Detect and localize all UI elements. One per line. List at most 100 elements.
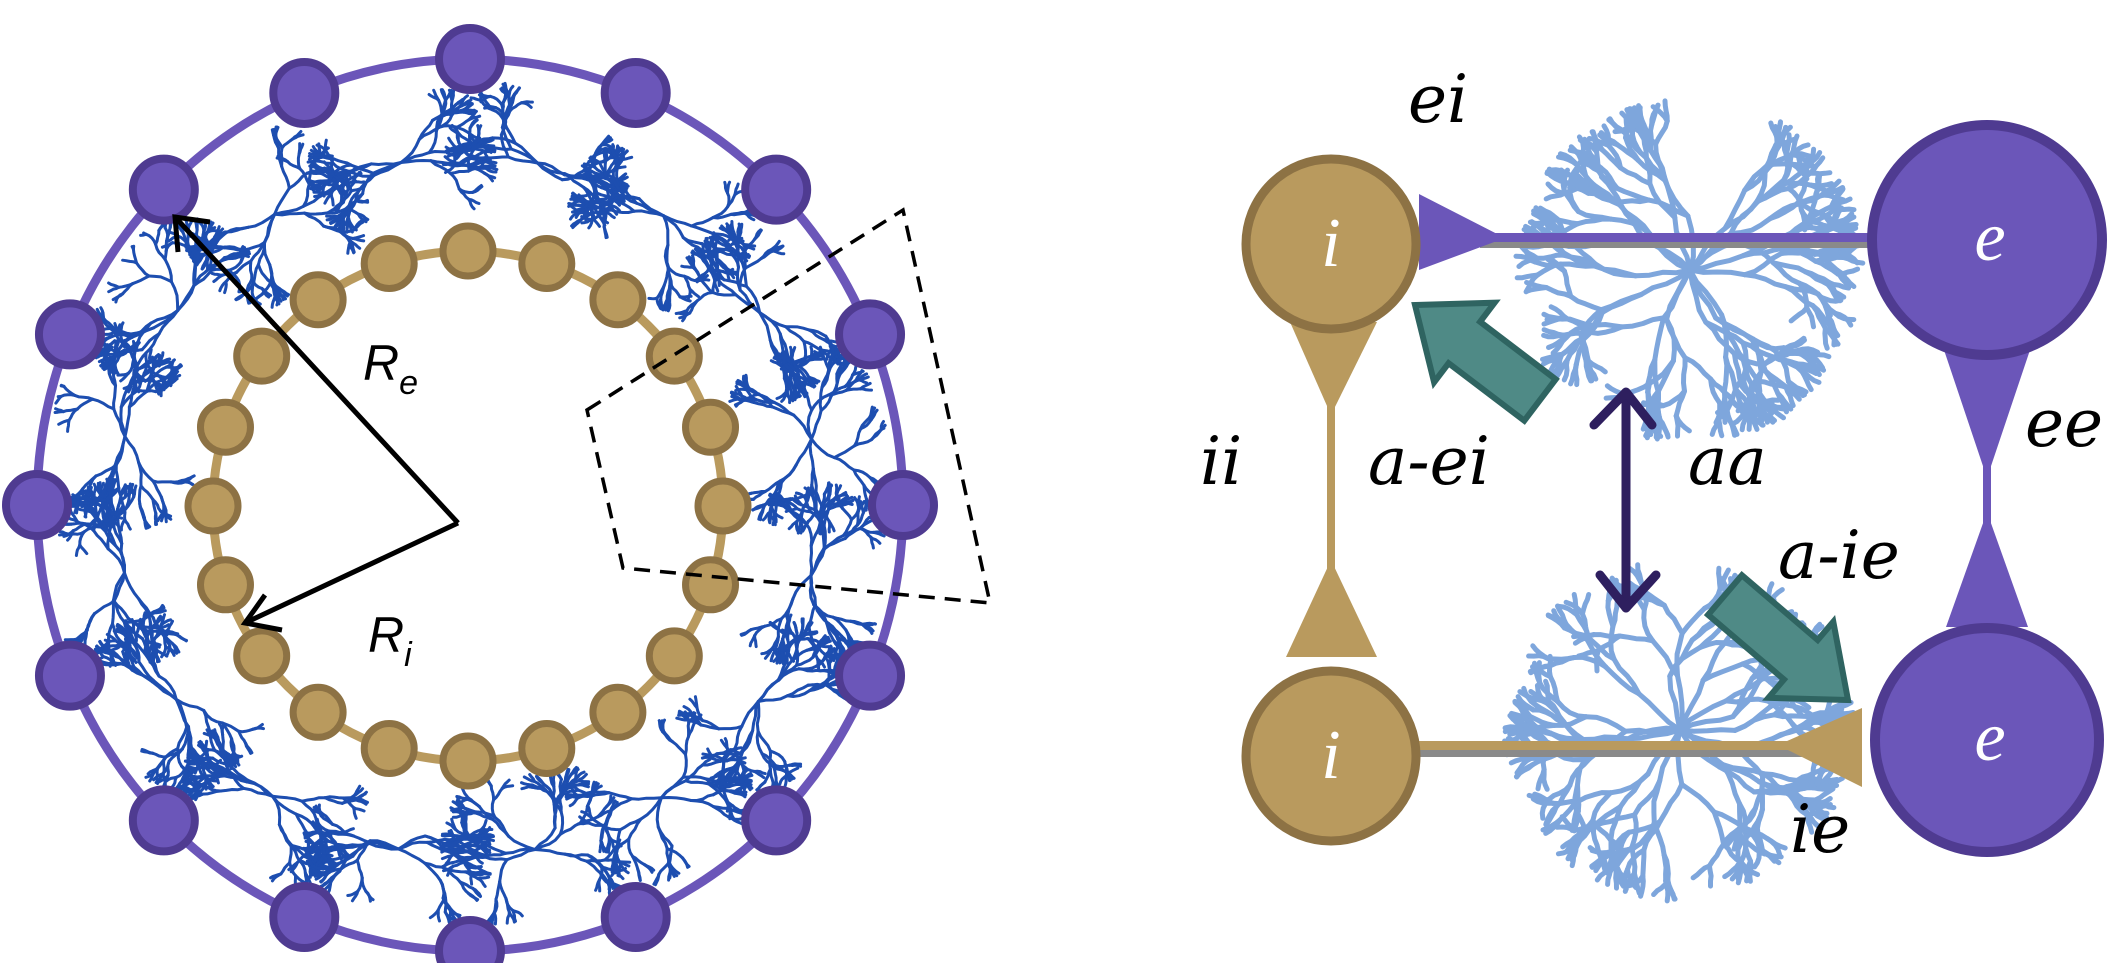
dendrite-branch [149,368,157,386]
dendrite-branch [690,251,704,260]
dendrite-branch [227,769,246,790]
dendrite-branch [574,770,586,781]
dendrite-branch [768,493,782,501]
dendrite-branch [121,504,127,522]
dendrite-branch [849,619,866,626]
excitatory-node [2,470,72,540]
dendrite-branch [1711,809,1727,847]
dendrite-branch [784,325,806,343]
dendrite-branch [787,519,799,531]
dendrite-branch [824,647,836,657]
dendrite-branch [801,520,810,533]
dendrite-branch [530,783,548,792]
dendrite-branch [325,215,340,222]
dendrite-branch [806,682,828,687]
dendrite-branch [303,211,326,228]
dendrite-branch [334,200,345,212]
dendrite-branch [274,133,284,150]
dendrite-branch [91,397,116,411]
dendrite-branch [687,711,697,724]
dendrite-branch [733,786,747,793]
dendrite-branch [768,338,783,363]
dendrite-branch [329,869,342,884]
dendrite-branch [711,291,738,297]
dendrite-branch [351,234,366,240]
dendrite-branch [685,299,699,313]
dendrite-branch [609,208,636,214]
inhibitory-node [694,477,752,535]
dendrite-branch [731,247,745,265]
dendrite-branch [689,799,715,809]
dendrite-branch [309,169,324,176]
dendrite-branch [352,806,366,813]
dendrite-branch [681,775,708,781]
dendrite-branch [492,787,504,802]
dendrite-branch [732,758,747,765]
dendrite-branch [1526,653,1551,662]
dendrite-branch [795,506,805,523]
dendrite-branch [1578,333,1589,364]
inhibitory-node [589,683,647,741]
dendrite-branch [166,759,171,777]
dendrite-branch [1834,267,1853,289]
dendrite-branch [1820,212,1841,230]
dendrite-branch [708,236,714,251]
dendrite-branch [329,217,343,225]
dendrite-branch [611,170,621,191]
astrocyte-dendrites-ring [53,81,894,926]
dendrite-branch [761,510,772,522]
dendrite-branch [1797,201,1826,218]
dendrite-branch [1767,201,1802,222]
dendrite-branch [1544,700,1567,725]
dendrite-branch [190,774,201,786]
dendrite-branch [218,280,228,293]
ii-axon [1327,400,1335,580]
dendrite-branch [137,461,143,488]
dendrite-branch [466,156,471,171]
dendrite-branch [326,854,334,868]
dendrite-branch [122,618,144,624]
dendrite-branch [811,467,818,494]
dendrite-branch [493,815,510,838]
dendrite-branch [1575,216,1614,227]
dendrite-branch [744,386,761,396]
excitatory-soma [1870,623,2104,857]
dendrite-branch [751,700,760,733]
dendrite-branch [1581,154,1604,171]
dendrite-branch [1645,197,1691,219]
dendrite-branch [146,766,160,776]
dendrite-branch [1568,361,1579,387]
dendrite-branch [828,658,833,672]
dendrite-branch [133,351,148,370]
dendrite-branch [139,232,148,237]
dendrite-branch [165,226,172,243]
inhibitory-ring [208,246,728,766]
inhibitory-node [682,556,740,614]
dendrite-branch [135,372,142,386]
dendrite-branch [773,498,778,516]
dendrite-branch [467,197,481,205]
dendrite-branch [121,258,138,265]
dendrite-branch [712,246,719,264]
dendrite-branch [841,498,855,507]
dendrite-branch [127,389,149,409]
dendrite-branch [346,179,358,191]
dendrite-branch [308,152,322,157]
dendrite-branch [84,504,95,516]
inhibitory-node [439,222,497,280]
ii-triangle-bottom [1286,560,1377,657]
dendrite-branch [1822,325,1841,347]
dendrite-branch [868,405,874,420]
dendrite-branch [473,854,487,859]
dendrite-branch [287,171,309,190]
dendrite-branch [128,651,138,664]
dendrite-branch [669,284,682,299]
dendrite-branch [327,829,345,835]
dendrite-branch [1507,729,1533,737]
dendrite-branch [580,164,594,173]
dendrite-branch [824,683,841,693]
dendrite-branch [786,771,796,780]
a-ei-arrow [1411,299,1560,425]
dendrite-branch [349,170,376,178]
dendrite-branch [1799,369,1814,393]
